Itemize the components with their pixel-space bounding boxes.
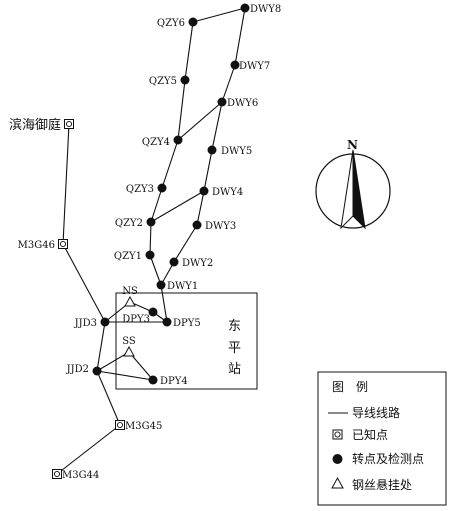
point-label: SS (122, 336, 136, 347)
legend-wire-triangle-icon (331, 476, 344, 489)
traverse-line (234, 7, 246, 66)
traverse-line (149, 221, 152, 256)
known-point-marker (58, 239, 68, 249)
legend-title: 图 例 (332, 380, 368, 394)
traverse-line (96, 370, 154, 381)
legend-known-label: 已知点 (352, 428, 388, 442)
known-point-marker (52, 469, 62, 479)
legend-turning-point-icon (332, 454, 343, 464)
point-label: QZY5 (149, 76, 177, 87)
traverse-line (196, 190, 205, 226)
point-label: DWY2 (182, 258, 213, 269)
turning-point-marker (100, 317, 110, 327)
north-arrow-left-half-icon (340, 149, 354, 230)
traverse-line (203, 149, 213, 192)
traverse-line (221, 64, 236, 103)
station-label-char-2: 平 (228, 341, 241, 356)
traverse-line (96, 321, 106, 372)
point-label: DWY7 (239, 61, 270, 72)
turning-point-marker (156, 280, 166, 290)
turning-point-marker (162, 317, 172, 327)
traverse-line (177, 79, 186, 141)
traverse-line (149, 254, 162, 286)
point-label: DPY4 (160, 376, 188, 387)
legend-wire-label: 钢丝悬挂处 (352, 478, 412, 492)
traverse-line (150, 190, 205, 223)
station-label-char-3: 站 (228, 362, 241, 377)
traverse-line (211, 101, 223, 151)
dongping-station-box (115, 292, 258, 390)
point-label: JJD3 (74, 318, 97, 329)
wire-suspension-marker (123, 345, 135, 357)
wire-suspension-marker (124, 295, 136, 307)
turning-point-marker (145, 250, 155, 260)
traverse-line (161, 139, 179, 189)
traverse-line (150, 187, 163, 223)
point-label: QZY4 (142, 137, 170, 148)
turning-point-marker (157, 183, 167, 193)
point-label: QZY2 (115, 218, 143, 229)
legend: 图 例 导线线路 已知点 转点及检测点 钢丝悬挂处 (317, 371, 447, 506)
turning-point-marker (169, 257, 179, 267)
legend-box (317, 371, 447, 506)
known-point-marker (64, 119, 74, 129)
traverse-line (62, 243, 106, 323)
turning-point-marker (148, 307, 158, 317)
north-arrow-right-half-icon (352, 149, 366, 230)
turning-point-marker (146, 217, 156, 227)
turning-point-marker (92, 366, 102, 376)
traverse-line (128, 351, 154, 381)
turning-point-marker (180, 75, 190, 85)
traverse-line (96, 351, 130, 372)
legend-line-label: 导线线路 (352, 405, 400, 420)
point-label: QZY3 (126, 184, 154, 195)
point-label: JJD2 (66, 364, 89, 375)
legend-turning-label: 转点及检测点 (352, 451, 424, 466)
traverse-line (160, 284, 168, 323)
turning-point-marker (148, 375, 158, 385)
point-label: QZY6 (157, 18, 185, 29)
point-label: DWY8 (250, 4, 281, 15)
turning-point-marker (230, 60, 240, 70)
point-label: 滨海御庭 (9, 117, 61, 133)
turning-point-marker (192, 220, 202, 230)
turning-point-marker (173, 135, 183, 145)
point-label: DWY5 (221, 146, 252, 157)
point-label: DPY5 (173, 318, 201, 329)
point-label: DWY3 (205, 221, 236, 232)
traverse-line (184, 21, 194, 81)
point-label: DWY6 (227, 98, 258, 109)
point-label: M3G45 (125, 421, 162, 432)
survey-points (52, 3, 250, 479)
point-label: M3G46 (18, 240, 55, 251)
traverse-line (96, 370, 121, 426)
station-label-char-1: 东 (228, 319, 241, 334)
traverse-line (177, 101, 223, 141)
known-point-marker (115, 420, 125, 430)
point-label: DPY3 (122, 314, 150, 325)
point-label: M3G44 (62, 470, 99, 481)
north-arrow: N (315, 138, 391, 230)
point-label: NS (122, 286, 138, 297)
traverse-line (192, 7, 246, 23)
turning-point-marker (188, 17, 198, 27)
turning-point-marker (207, 145, 217, 155)
turning-point-marker (199, 186, 209, 196)
point-label: DWY1 (167, 281, 198, 292)
legend-known-point-icon (332, 429, 343, 440)
point-label: DWY4 (212, 187, 243, 198)
turning-point-marker (240, 3, 250, 13)
traverse-line (62, 123, 70, 245)
traverse-line (173, 224, 198, 263)
turning-point-marker (217, 97, 227, 107)
point-label: QZY1 (114, 251, 142, 262)
traverse-line (56, 424, 121, 475)
north-label: N (347, 138, 358, 152)
